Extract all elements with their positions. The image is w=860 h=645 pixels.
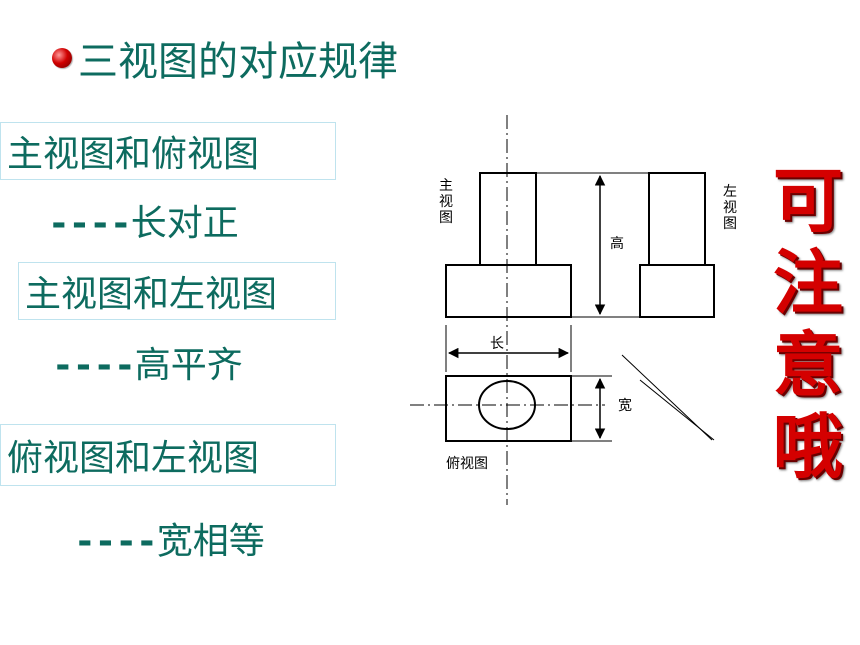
rule-1-dashes: ---- bbox=[48, 203, 132, 244]
three-view-diagram: 高 长 宽 俯视图 主视图 左视图 bbox=[400, 110, 760, 510]
rule-2: ----高平齐 bbox=[52, 336, 243, 388]
front-view-label: 主视图 bbox=[439, 178, 453, 226]
top-view-label: 俯视图 bbox=[446, 456, 488, 472]
length-label: 长 bbox=[490, 336, 504, 352]
rule-pair-3: 俯视图和左视图 bbox=[0, 424, 336, 486]
notice-text: 可 注 意 哦 bbox=[758, 160, 858, 488]
slide-title: 三视图的对应规律 bbox=[52, 28, 398, 88]
notice-char-2: 注 bbox=[773, 241, 843, 324]
rule-2-dashes: ---- bbox=[52, 345, 136, 386]
title-text: 三视图的对应规律 bbox=[78, 39, 398, 85]
front-view-bottom-block bbox=[445, 264, 572, 318]
left-view-label: 左视图 bbox=[723, 184, 737, 232]
width-label: 宽 bbox=[618, 397, 632, 414]
rule-pair-3-text: 俯视图和左视图 bbox=[7, 438, 260, 479]
left-view-top-block bbox=[648, 172, 706, 266]
rule-pair-2-text: 主视图和左视图 bbox=[25, 274, 278, 315]
top-view-block bbox=[445, 375, 572, 442]
front-view-top-block bbox=[479, 172, 537, 266]
height-label: 高 bbox=[610, 235, 624, 252]
bullet-icon bbox=[52, 48, 72, 68]
rule-2-text: 高平齐 bbox=[134, 345, 243, 386]
notice-char-4: 哦 bbox=[773, 405, 843, 488]
notice-char-1: 可 bbox=[773, 159, 843, 242]
notice-char-3: 意 bbox=[773, 323, 843, 406]
rule-3: ----宽相等 bbox=[74, 512, 265, 564]
three-view-svg: 高 长 宽 俯视图 bbox=[410, 115, 715, 505]
rule-pair-1: 主视图和俯视图 bbox=[0, 122, 336, 180]
rule-3-text: 宽相等 bbox=[156, 521, 265, 562]
left-view-bottom-block bbox=[639, 264, 715, 318]
rule-3-dashes: ---- bbox=[74, 521, 158, 562]
rule-1-text: 长对正 bbox=[130, 203, 239, 244]
top-view-circle bbox=[478, 380, 536, 430]
rule-pair-2: 主视图和左视图 bbox=[18, 262, 336, 320]
rule-1: ----长对正 bbox=[48, 194, 239, 246]
rule-pair-1-text: 主视图和俯视图 bbox=[7, 134, 260, 175]
